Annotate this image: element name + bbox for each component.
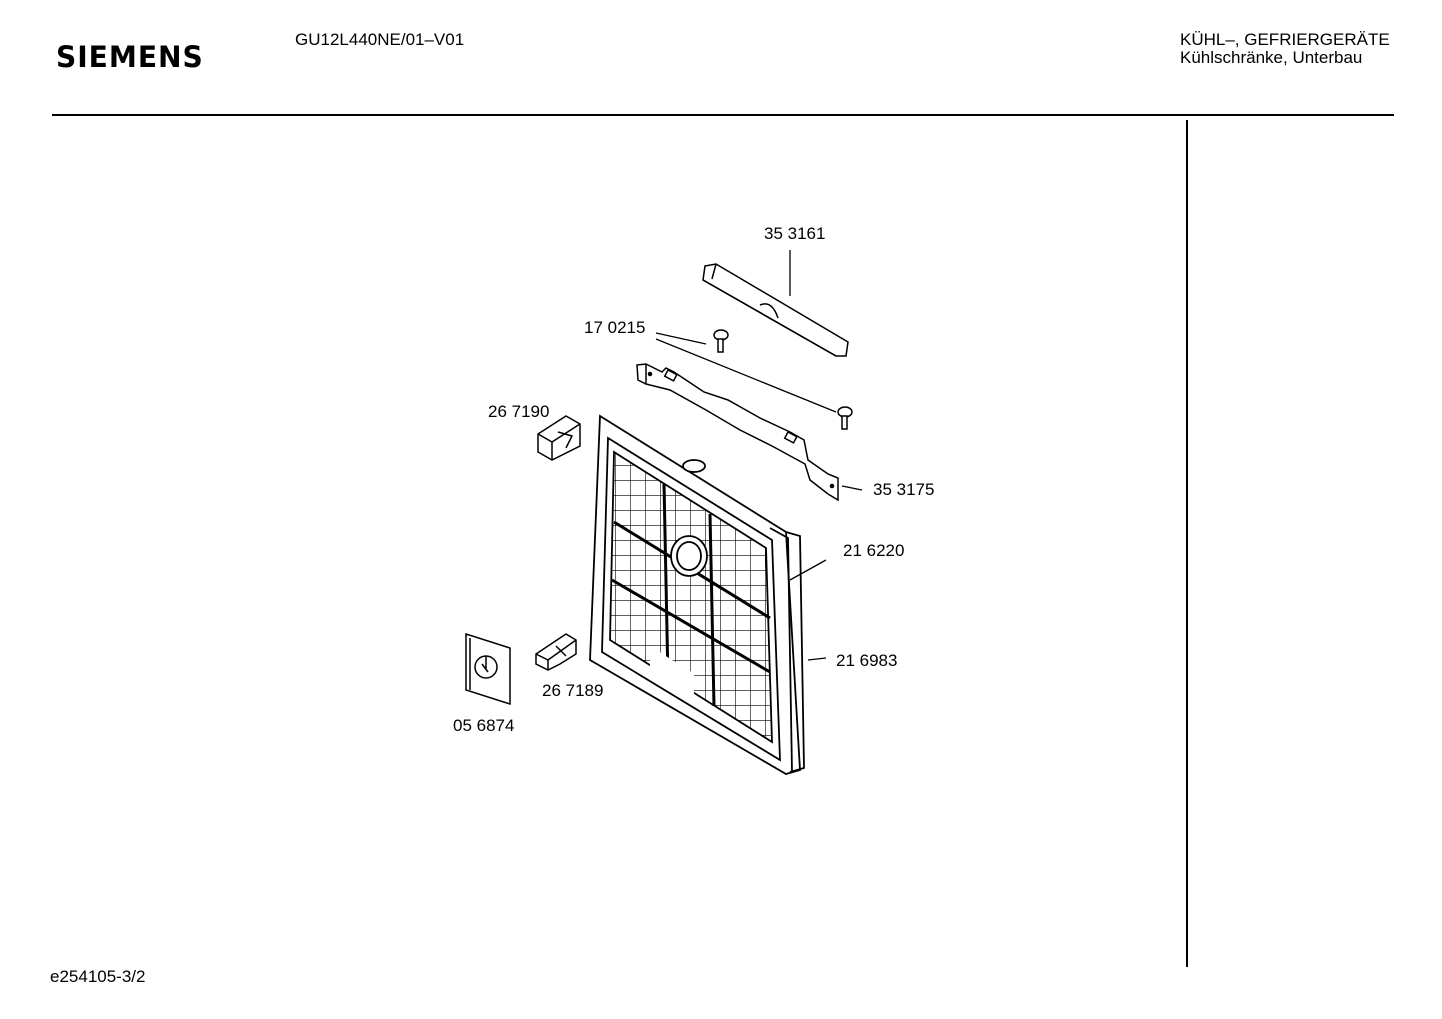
leader-lines (655, 250, 863, 661)
part-number-cover-strip: 35 3161 (764, 224, 826, 243)
cover-strip-part (702, 263, 849, 357)
category-title: KÜHL–, GEFRIERGERÄTE (1180, 30, 1390, 49)
grille-frame-part (589, 414, 805, 775)
part-number-hinge-bottom: 26 7189 (542, 681, 604, 700)
screw-part (713, 329, 853, 430)
header-divider (52, 114, 1394, 116)
part-number-grille-inner: 21 6983 (836, 651, 898, 670)
part-number-service-label: 05 6874 (453, 716, 515, 735)
part-number-hinge-top: 26 7190 (488, 402, 550, 421)
hinge-top-part (537, 415, 581, 461)
holder-bracket-part (636, 363, 839, 502)
siemens-logo: SIEMENS (56, 40, 204, 74)
service-label-part (465, 632, 511, 706)
part-number-screw: 17 0215 (584, 318, 646, 337)
part-number-grille-outer: 21 6220 (843, 541, 905, 560)
part-number-holder-bracket: 35 3175 (873, 480, 935, 499)
hinge-bottom-part (535, 633, 577, 671)
category-subtitle: Kühlschränke, Unterbau (1180, 48, 1363, 67)
document-reference: e254105-3/2 (50, 967, 146, 986)
model-code: GU12L440NE/01–V01 (295, 30, 465, 49)
side-divider (1186, 120, 1188, 967)
